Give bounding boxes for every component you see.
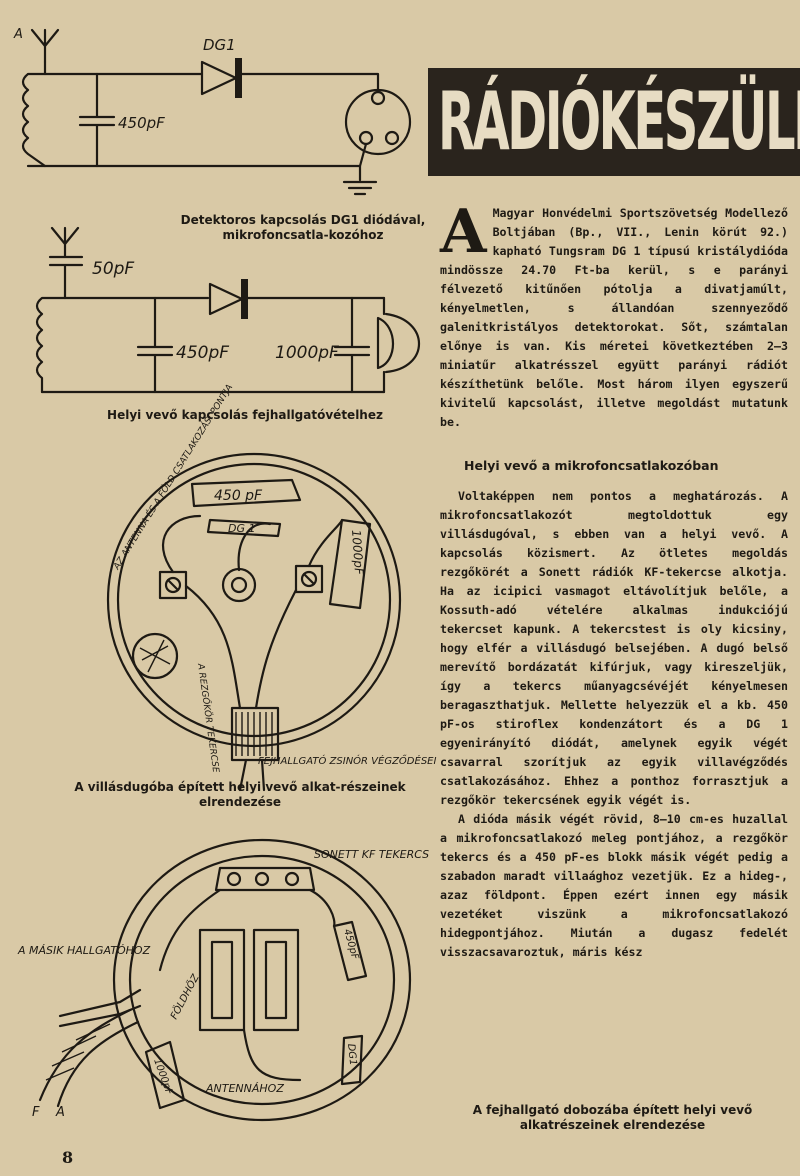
fig1-capacitor-label: 450pF [118,114,165,132]
figure3-plug-layout: AZ ANTENNA ÉS A FÖLD CSATLAKOZÁSI PONTJA… [106,382,436,792]
fig3-dg1-label: DG 1 [228,522,256,535]
figure3-caption: A villásdugóba épített helyi vevő alkat-… [74,780,406,809]
article-dropcap: A [440,197,487,267]
fig4-cap450-label: 450pF [341,928,360,961]
fig2-cap-series-label: 50pF [92,259,134,279]
article-body: A Magyar Honvédelmi Sportszövetség Model… [440,197,788,962]
fig3-cap1000-label: 1000pF [349,529,366,576]
fig1-diode-label: DG1 [203,36,236,54]
fig4-a-label: A [55,1105,65,1120]
bottom-figure-caption: A fejhallgató dobozába épített helyi vev… [472,1103,753,1132]
page-title: RÁDIÓKÉSZÜLÉK [438,75,800,168]
fig2-cap2-label: 1000pF [275,343,339,363]
figure2-caption: Helyi vevő kapcsolás fejhallgatóvételhez [107,408,383,422]
fig3-coil-label: A REZGŐKÖR TEKERCSE [195,662,221,774]
fig3-cap450-label: 450 pF [214,488,263,504]
title-banner: RÁDIÓKÉSZÜLÉK [428,68,800,176]
article-paragraph-2: A dióda másik végét rövid, 8—10 cm-es hu… [440,812,788,959]
figure1-detector-schematic: A DG1 450pF [13,27,412,196]
figure2-receiver-schematic: 50pF 450pF 1000pF [35,226,421,394]
fig3-cable-label: FEJHALLGATÓ ZSINÓR VÉGZŐDÉSEI [258,753,436,767]
fig4-f-label: F [32,1105,40,1120]
fig4-fold-label: FÖLDHÖZ [167,971,202,1022]
fig4-antenna-label: ANTENNÁHOZ [205,1082,284,1095]
article-paragraph-1: Voltaképpen nem pontos a meghatározás. A… [440,489,788,807]
figure4-headphone-layout: SONETT KF TEKERCS A MÁSIK HALLGATÓHOZ FÖ… [17,838,429,1122]
fig1-antenna-label: A [13,27,23,42]
page-number: 8 [62,1148,74,1167]
fig4-dg1-label: DG1 [345,1043,358,1066]
fig4-sonett-label: SONETT KF TEKERCS [314,848,429,861]
figure1-caption: Detektoros kapcsolás DG1 diódával, mikro… [180,213,426,242]
article-intro: Magyar Honvédelmi Sportszövetség Modelle… [440,206,788,429]
fig4-other-label: A MÁSIK HALLGATÓHOZ [17,944,151,957]
article-subhead: Helyi vevő a mikrofoncsatlakozóban [464,458,719,473]
fig2-cap1-label: 450pF [176,343,229,363]
